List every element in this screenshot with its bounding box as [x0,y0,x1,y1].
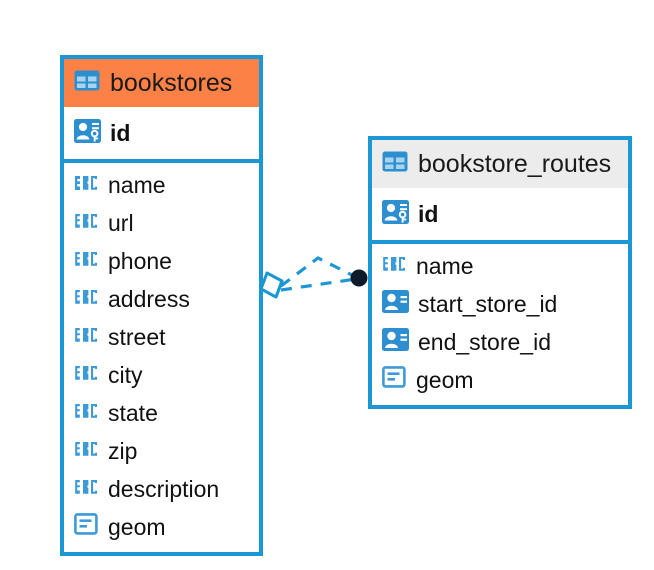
field-label: street [108,323,166,350]
field-list-bookstore-routes: name start_store_id [372,244,628,405]
foreign-key-icon [382,290,409,318]
field-label: geom [108,513,166,540]
field-row-name[interactable]: name [372,247,628,285]
field-label: end_store_id [418,328,551,355]
primary-key-icon [74,118,101,148]
geometry-field-icon [74,513,99,541]
primary-key-divider [372,240,628,244]
geometry-field-icon [382,366,407,394]
field-list-bookstores: name url [64,163,259,552]
entity-bookstore-routes[interactable]: bookstore_routes id [368,136,632,409]
diamond-outline-marker [259,271,284,299]
field-label: name [108,171,166,198]
text-field-icon [74,327,99,348]
entity-bookstores[interactable]: bookstores id [60,55,263,556]
field-row-zip[interactable]: zip [64,432,259,470]
field-label: phone [108,247,172,274]
text-field-icon [74,213,99,234]
text-field-icon [74,403,99,424]
field-row-end-store-id[interactable]: end_store_id [372,323,628,361]
field-label: city [108,361,143,388]
text-field-icon [382,256,407,277]
field-row-city[interactable]: city [64,356,259,394]
relationship-line-upper [280,256,357,288]
field-row-geom[interactable]: geom [64,508,259,546]
field-label: description [108,475,220,502]
field-row-street[interactable]: street [64,318,259,356]
table-icon [74,70,100,96]
field-row-phone[interactable]: phone [64,242,259,280]
field-row-geom[interactable]: geom [372,361,628,399]
primary-key-divider [64,159,259,163]
field-row-name[interactable]: name [64,166,259,204]
table-icon [382,151,408,177]
field-row-address[interactable]: address [64,280,259,318]
entity-header-bookstores[interactable]: bookstores [64,59,259,107]
field-label: id [110,119,131,146]
field-row-primary-key[interactable]: id [64,111,259,155]
field-row-url[interactable]: url [64,204,259,242]
text-field-icon [74,175,99,196]
text-field-icon [74,441,99,462]
text-field-icon [74,365,99,386]
field-label: url [108,209,134,236]
field-row-state[interactable]: state [64,394,259,432]
field-row-primary-key[interactable]: id [372,192,628,236]
field-label: zip [108,437,138,464]
primary-key-icon [382,199,409,229]
field-row-start-store-id[interactable]: start_store_id [372,285,628,323]
field-label: address [108,285,190,312]
relationship-line-lower [280,277,357,292]
filled-circle-marker [350,269,368,287]
field-label: state [108,399,158,426]
text-field-icon [74,289,99,310]
field-label: name [416,252,474,279]
field-row-description[interactable]: description [64,470,259,508]
field-label: id [418,200,439,227]
entity-title: bookstores [110,68,233,97]
field-label: start_store_id [418,290,558,317]
foreign-key-icon [382,328,409,356]
text-field-icon [74,251,99,272]
text-field-icon [74,479,99,500]
entity-title: bookstore_routes [418,149,612,178]
field-label: geom [416,366,474,393]
entity-header-bookstore-routes[interactable]: bookstore_routes [372,140,628,188]
